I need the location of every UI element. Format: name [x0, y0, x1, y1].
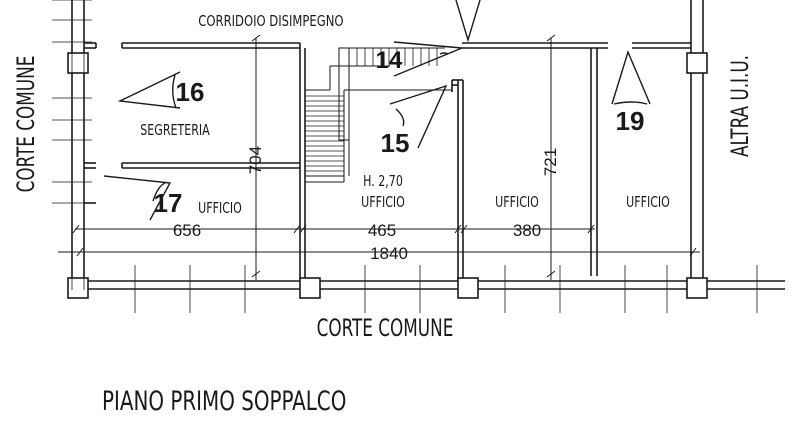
dimension-704: 704	[246, 146, 265, 174]
court-bottom-label: CORTE COMUNE	[317, 315, 454, 343]
view-number-14: 14	[376, 47, 403, 74]
dimension-380: 380	[513, 221, 541, 240]
column	[67, 52, 89, 74]
structural-columns	[67, 52, 708, 299]
column	[299, 277, 321, 299]
secretariat-label: SEGRETERIA	[140, 122, 210, 139]
column	[686, 52, 708, 74]
view-cone-15	[389, 84, 448, 149]
stair-treads	[305, 48, 438, 172]
corridor-label: CORRIDOIO DISIMPEGNO	[198, 13, 343, 30]
dimension-465: 465	[368, 221, 396, 240]
column	[67, 277, 89, 299]
view-cone-19	[611, 49, 651, 105]
office-label-1: UFFICIO	[198, 200, 242, 217]
column	[457, 277, 479, 299]
office-label-3: UFFICIO	[495, 194, 539, 211]
view-number-17: 17	[154, 188, 183, 218]
height-label: H. 2,70	[363, 173, 403, 190]
dimension-656: 656	[173, 221, 201, 240]
other-unit-label: ALTRA U.I.U.	[727, 55, 755, 157]
view-cone-14	[393, 41, 463, 77]
court-left-label: CORTE COMUNE	[13, 56, 41, 193]
dimension-1840: 1840	[370, 244, 408, 263]
column	[686, 277, 708, 299]
courtyard-grid	[52, 0, 758, 313]
office-label-4: UFFICIO	[626, 194, 670, 211]
camera-view-markers	[103, 0, 651, 221]
floor-title: PIANO PRIMO SOPPALCO	[102, 385, 346, 417]
view-cone-17	[103, 175, 172, 221]
view-cone-16	[117, 71, 181, 109]
walls	[71, 0, 785, 290]
view-cone-top	[455, 0, 481, 43]
view-number-15: 15	[381, 128, 410, 158]
dimension-lines	[58, 34, 700, 280]
view-number-16: 16	[176, 77, 205, 107]
office-label-2: UFFICIO	[361, 194, 405, 211]
view-number-19: 19	[616, 106, 645, 136]
dimension-721: 721	[541, 148, 560, 176]
